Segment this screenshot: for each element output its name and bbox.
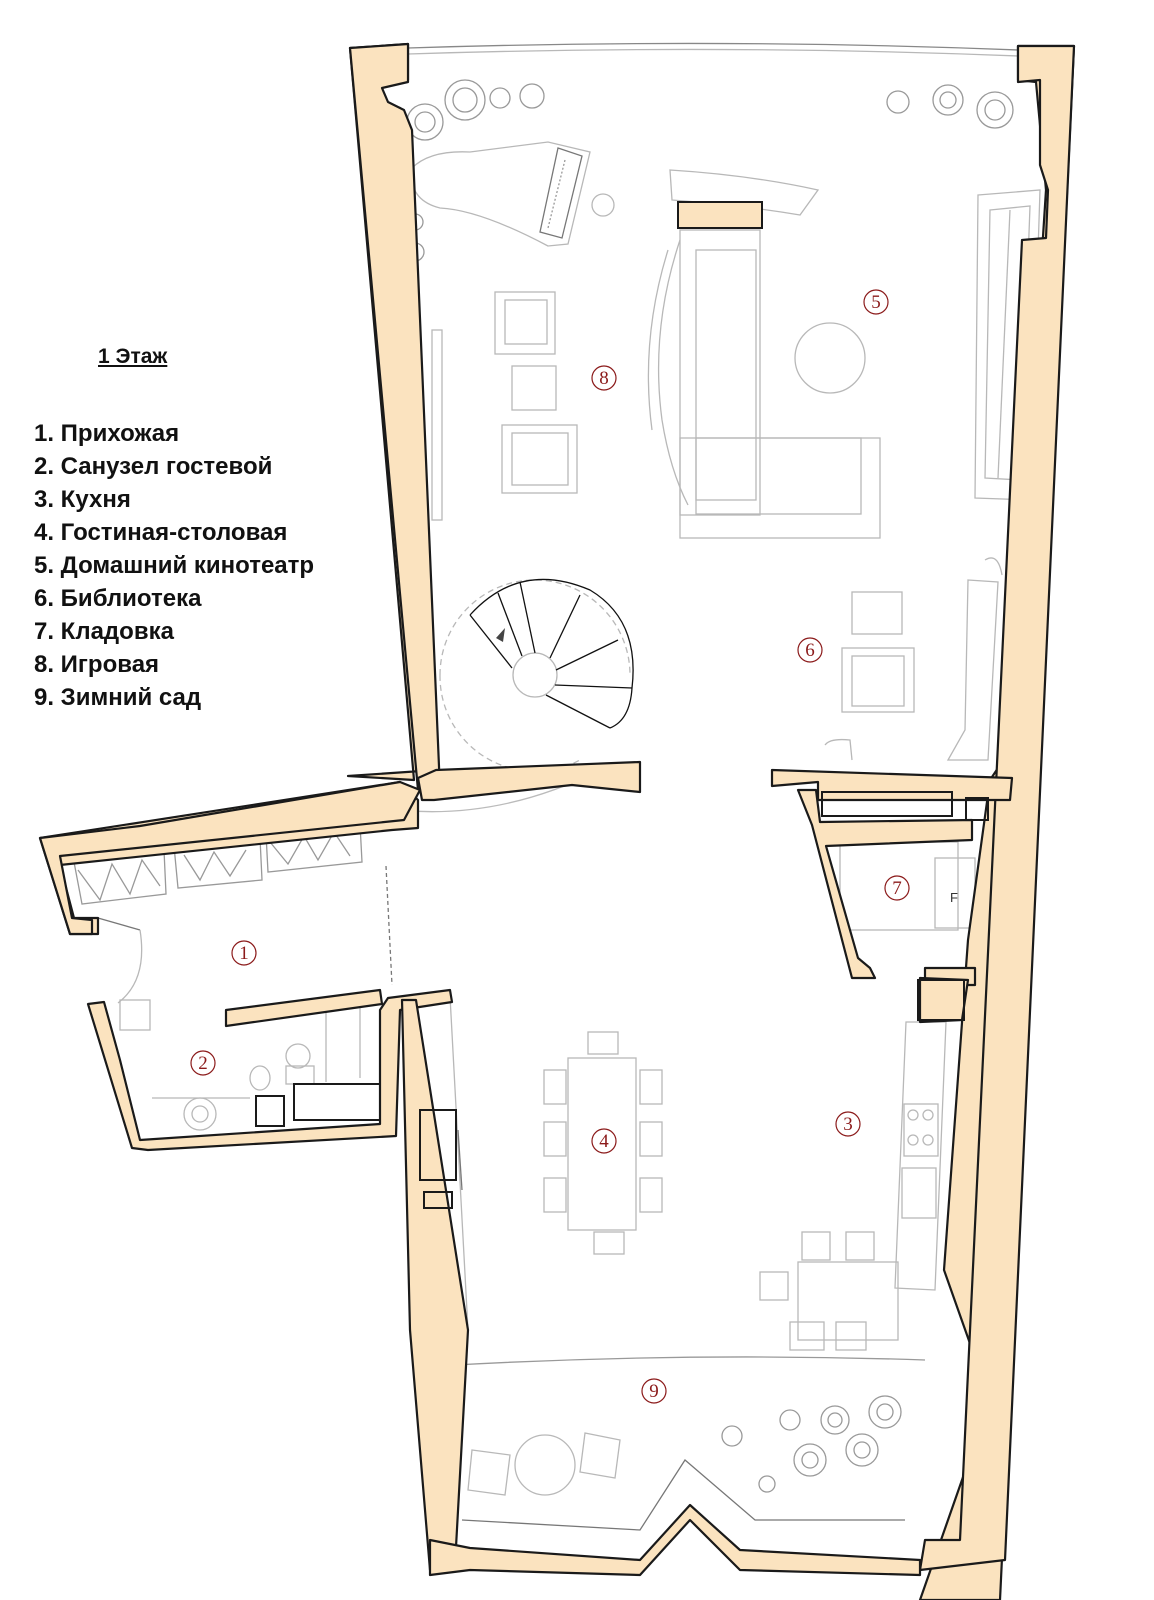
room-number-3: 3 [835,1111,861,1137]
room-number-2: 2 [190,1050,216,1076]
dining-table-icon [543,1031,663,1255]
room-number-7: 7 [884,875,910,901]
round-table-icon [794,322,866,394]
room-number-text: 4 [599,1131,609,1152]
room-number-circle [884,875,910,901]
room-number-text: 1 [239,943,249,964]
legend-item: 9. Зимний сад [34,684,202,711]
room-number-text: 7 [892,878,902,899]
room-number-1: 1 [231,940,257,966]
legend-item: 3. Кухня [34,486,131,513]
room-number-text: 8 [599,368,609,389]
kitchen-counter-icon [759,1021,947,1351]
fridge-label: F [950,890,958,905]
room-number-text: 2 [198,1053,208,1074]
room-number-circle [641,1378,667,1404]
room-number-8: 8 [591,365,617,391]
plants-garden-icon [721,1395,902,1493]
legend-item: 8. Игровая [34,651,160,678]
room-number-6: 6 [797,637,823,663]
room-labels: 1 2 3 4 5 6 7 8 9 [190,289,910,1404]
grand-piano-icon [410,141,615,247]
room-number-5: 5 [863,289,889,315]
bathroom-fixtures-icon [152,1000,361,1131]
spiral-stair-icon [439,578,634,772]
armchairs-icon [494,291,578,494]
plants-top-icon [405,79,1014,262]
room-number-circle [591,1128,617,1154]
room-number-text: 6 [805,640,815,661]
room-number-4: 4 [591,1128,617,1154]
room-number-circle [231,940,257,966]
room-number-text: 3 [843,1114,853,1135]
legend-item: 4. Гостиная-столовая [34,519,288,546]
room-number-text: 5 [871,292,881,313]
room-number-9: 9 [641,1378,667,1404]
sofa-icon [647,229,881,539]
legend-item: 6. Библиотека [34,585,202,612]
room-number-circle [591,365,617,391]
room-number-circle [863,289,889,315]
room-number-circle [835,1111,861,1137]
legend-item: 7. Кладовка [34,618,174,645]
garden-furniture-icon [467,1432,621,1496]
library-furniture-icon [824,557,1003,761]
room-number-circle [190,1050,216,1076]
room-number-circle [797,637,823,663]
legend-item: 2. Санузел гостевой [34,453,273,480]
walls-layer [38,42,1076,1600]
legend-title: 1 Этаж [98,345,168,368]
wall-cabinets [255,201,989,1209]
room-number-text: 9 [649,1381,659,1402]
legend-list: 1. Прихожая 2. Санузел гостевой 3. Кухня… [34,417,314,714]
legend-item: 5. Домашний кинотеатр [34,552,315,579]
legend-item: 1. Прихожая [34,420,180,447]
